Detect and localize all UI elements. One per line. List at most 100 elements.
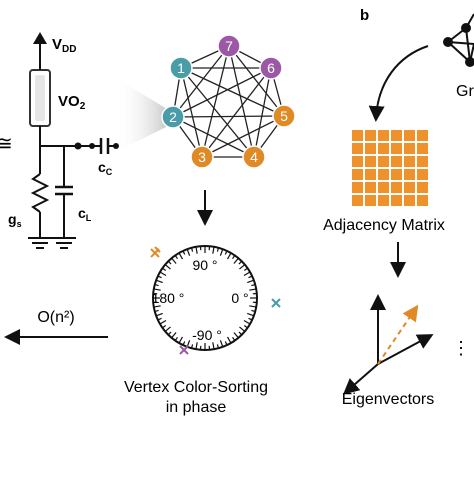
dial-tick	[249, 276, 253, 278]
dial-tick	[158, 318, 162, 320]
matrix-cell	[391, 130, 402, 141]
eigenvectors-label: Eigenvectors	[342, 391, 435, 408]
ground-symbol	[52, 238, 76, 248]
dial-tick	[213, 247, 214, 254]
dial-tick	[156, 313, 163, 315]
matrix-cell	[404, 182, 415, 193]
matrix-cell	[365, 143, 376, 154]
dial-tick	[244, 321, 250, 325]
phase-marker-orange	[151, 247, 160, 257]
matrix-cell	[404, 156, 415, 167]
dial-tick	[183, 342, 185, 346]
cc-label: cC	[98, 159, 113, 177]
graph-label: Gr	[456, 83, 474, 100]
dial-tick	[247, 313, 254, 315]
dial-tick	[239, 332, 242, 335]
matrix-cell	[391, 169, 402, 180]
dial-tick	[160, 272, 166, 276]
dial-tick	[213, 342, 214, 349]
dial-tick	[187, 249, 189, 256]
resistor-gs	[33, 174, 47, 212]
dial-tick	[247, 280, 254, 282]
dial-tick	[239, 327, 244, 331]
matrix-cell	[352, 156, 363, 167]
curved-arrow	[376, 46, 428, 118]
dial-tick	[233, 337, 235, 340]
circuit-diagram: VDD VO2 cC ≅ gs	[0, 32, 119, 248]
dial-tick	[234, 258, 238, 263]
matrix-cell	[365, 130, 376, 141]
cl-label: cL	[78, 205, 92, 223]
matrix-cell	[365, 195, 376, 206]
matrix-cell	[378, 130, 389, 141]
graph-node-label: 6	[267, 60, 275, 76]
complexity-label: O(n²)	[37, 309, 74, 326]
dial-tick	[228, 337, 232, 343]
dial-label-right: 0 °	[231, 290, 248, 306]
ground-symbol	[28, 238, 52, 248]
dial-caption-line1: Vertex Color-Sorting	[124, 379, 268, 396]
matrix-cell	[417, 130, 428, 141]
matrix-cell	[417, 156, 428, 167]
graph-node-label: 2	[169, 109, 177, 125]
dial-tick	[196, 247, 197, 254]
matrix-cell	[365, 156, 376, 167]
graph-node-label: 7	[225, 38, 233, 54]
dial-tick	[156, 280, 163, 282]
dial-tick	[179, 337, 183, 343]
adjacency-matrix	[352, 130, 428, 206]
dial-caption-line2: in phase	[166, 399, 227, 416]
matrix-cell	[352, 169, 363, 180]
dial-tick	[225, 251, 227, 255]
matrix-cell	[391, 195, 402, 206]
dial-tick	[244, 268, 247, 270]
matrix-cell	[378, 195, 389, 206]
dial-label-left: 180 °	[152, 290, 185, 306]
matrix-cell	[352, 130, 363, 141]
matrix-cell	[417, 182, 428, 193]
dial-tick	[239, 265, 244, 269]
dial-tick	[165, 265, 170, 269]
dial-tick	[168, 261, 171, 264]
dial-tick	[162, 326, 165, 328]
matrix-cell	[352, 182, 363, 193]
approx-symbol: ≅	[0, 133, 13, 155]
matrix-cell	[391, 143, 402, 154]
dial-tick	[183, 251, 185, 255]
dial-tick	[249, 289, 256, 290]
eigenvector-orange	[378, 308, 416, 364]
panel-b-label: b	[360, 7, 369, 24]
eigenvector-axes	[346, 298, 430, 392]
graph-edge	[173, 116, 284, 117]
matrix-cell	[404, 130, 415, 141]
matrix-cell	[417, 195, 428, 206]
ellipsis-label: ⋮⋮	[452, 338, 474, 358]
dial-tick	[228, 253, 232, 259]
dial-tick	[239, 261, 242, 264]
phase-marker-teal	[272, 299, 280, 307]
dial-tick	[179, 253, 183, 259]
vdd-label: VDD	[52, 36, 76, 55]
matrix-cell	[352, 143, 363, 154]
matrix-cell	[404, 169, 415, 180]
matrix-cell	[378, 156, 389, 167]
dial-tick	[168, 332, 171, 335]
matrix-cell	[417, 143, 428, 154]
matrix-cell	[365, 182, 376, 193]
matrix-cell	[352, 195, 363, 206]
small-graph-icon	[444, 14, 474, 66]
dial-tick	[196, 342, 197, 349]
dial-tick	[249, 306, 256, 307]
vo2-label: VO2	[58, 93, 86, 112]
matrix-cell	[391, 182, 402, 193]
dial-tick	[225, 342, 227, 346]
dial-tick	[220, 249, 222, 256]
dial-tick	[244, 272, 250, 276]
adjacency-label: Adjacency Matrix	[323, 217, 445, 234]
matrix-cell	[404, 195, 415, 206]
matrix-cell	[365, 169, 376, 180]
dial-tick	[244, 326, 247, 328]
